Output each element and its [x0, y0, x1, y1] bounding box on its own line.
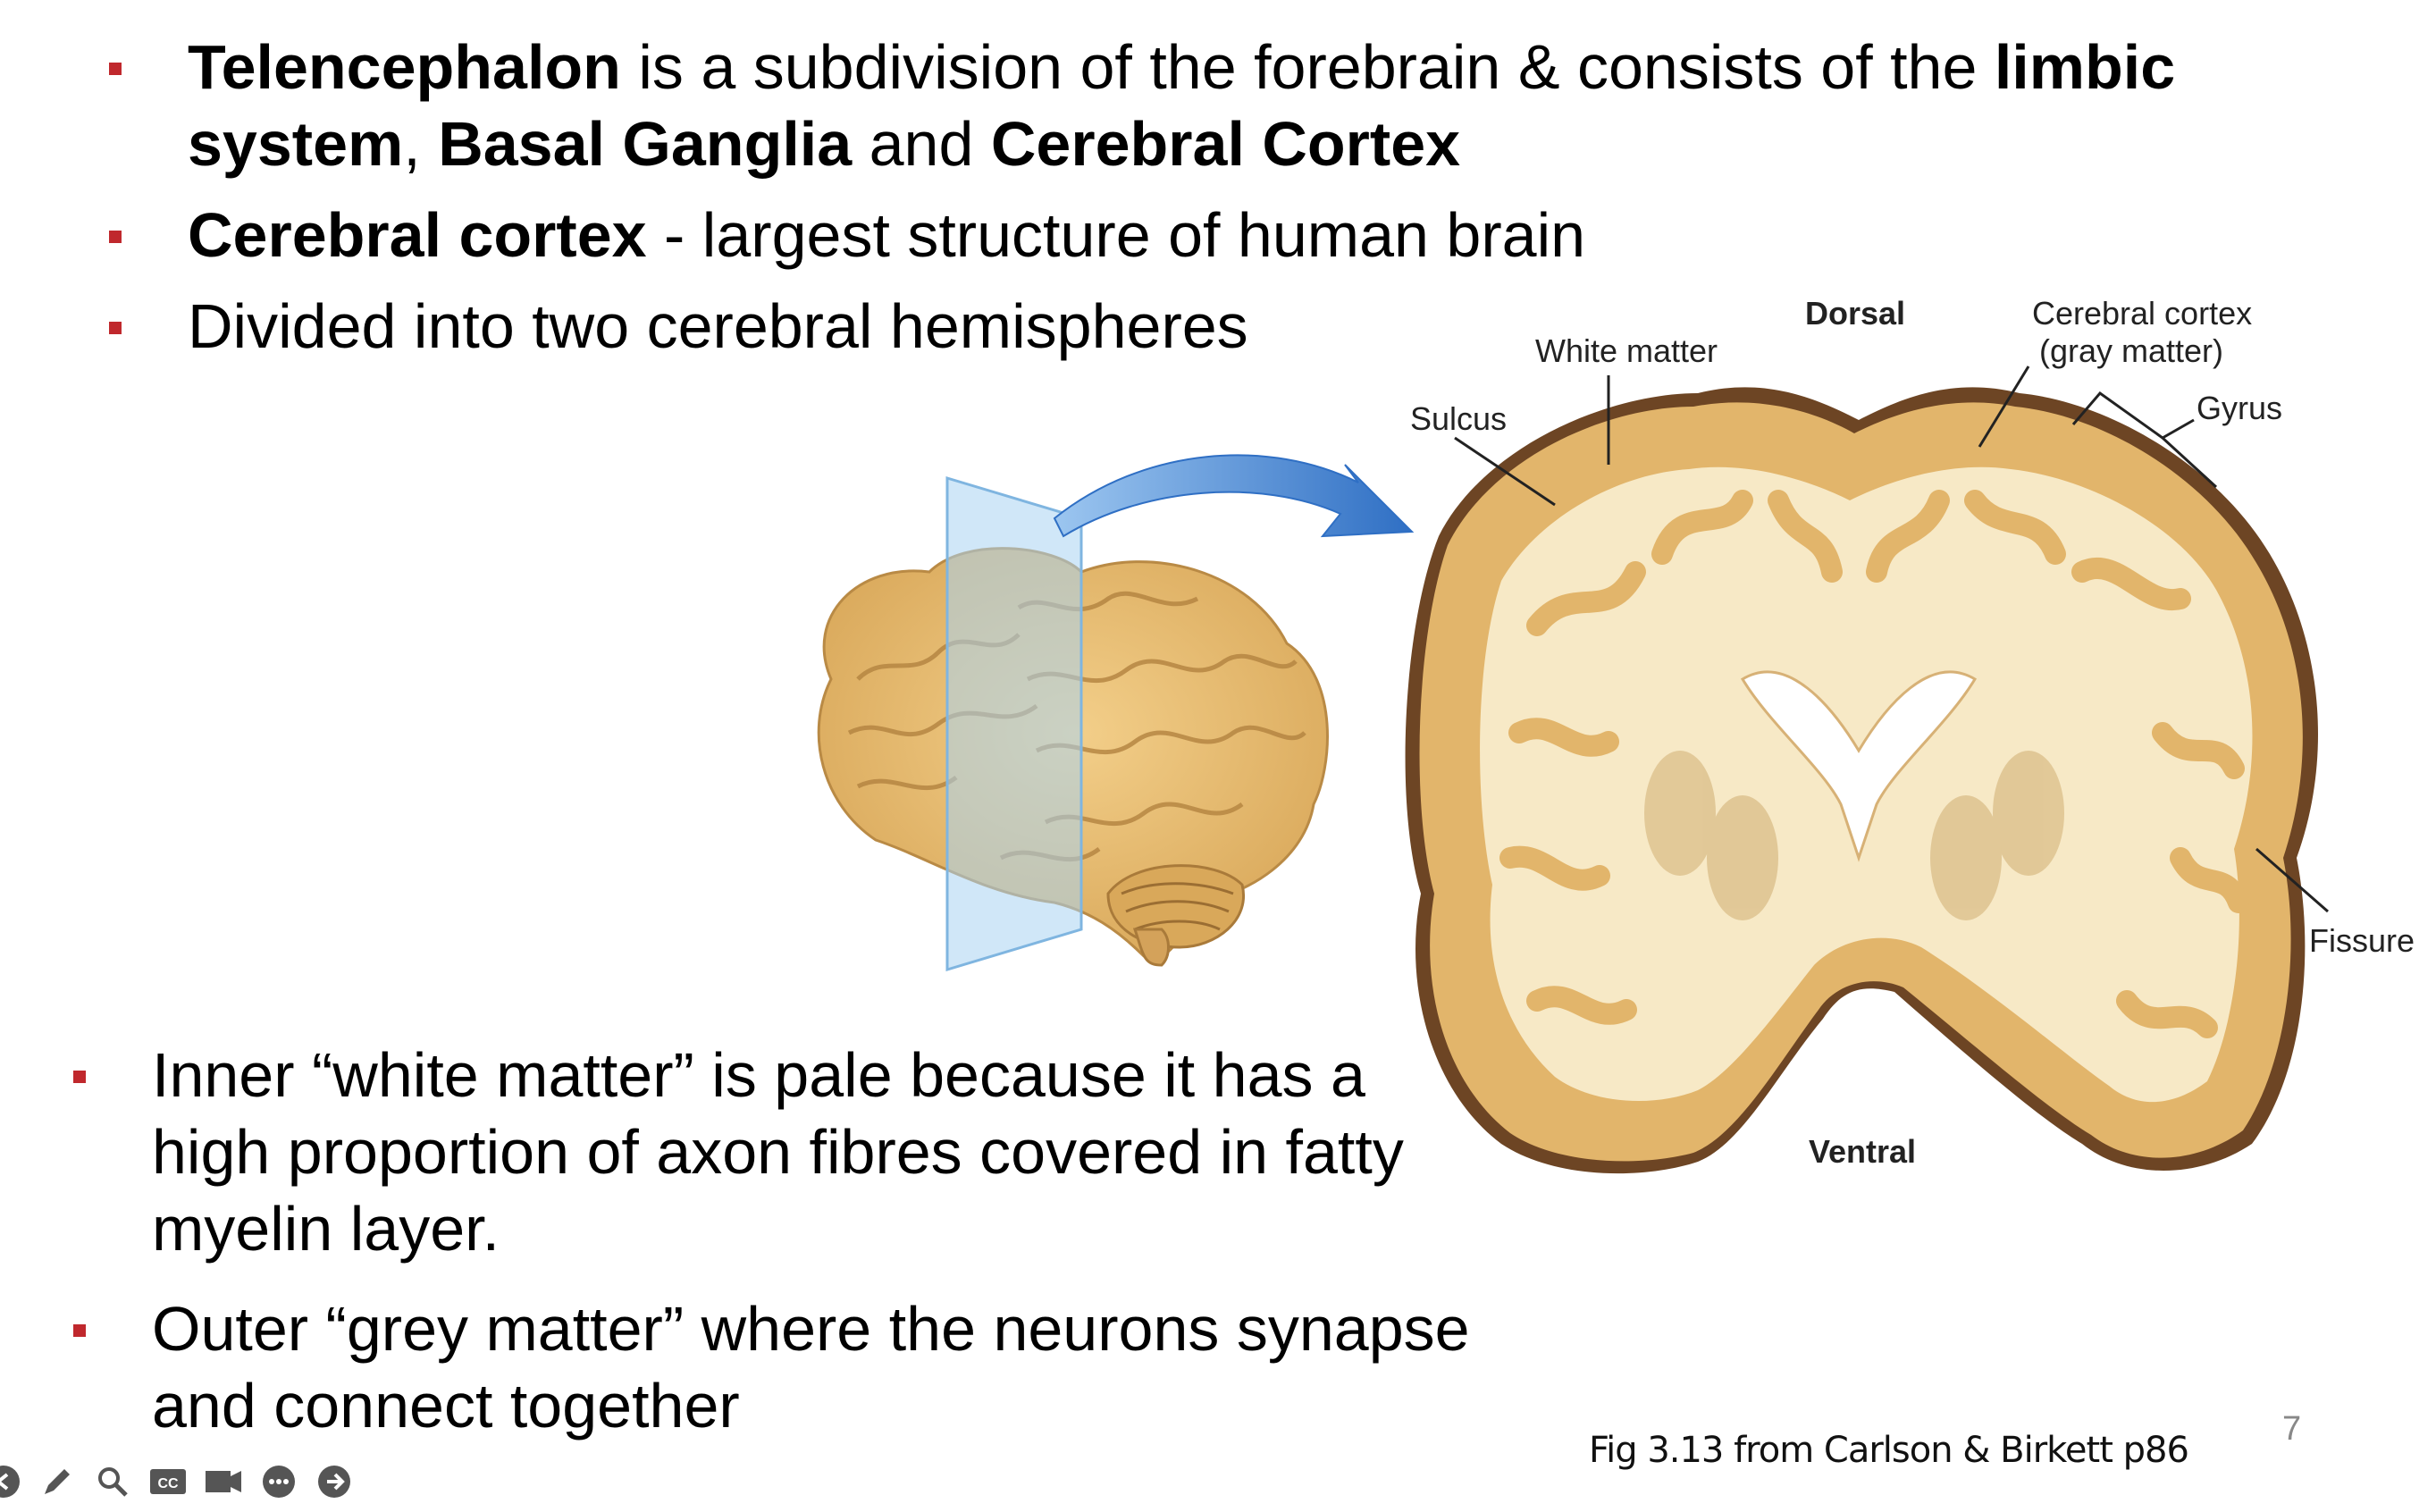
zoom-button[interactable]: [93, 1462, 132, 1501]
label-gyrus: Gyrus: [2197, 390, 2283, 426]
more-icon: [263, 1466, 295, 1498]
bullet-text: Divided into two cerebral hemispheres: [188, 291, 1248, 361]
bottom-bullet-list: Inner “white matter” is pale because it …: [73, 1037, 1474, 1467]
bullet-marker: [73, 1071, 86, 1083]
top-bullet-3: Divided into two cerebral hemispheres: [109, 288, 2314, 365]
pen-button[interactable]: [38, 1462, 77, 1501]
bullet-marker: [109, 231, 122, 243]
label-ventral: Ventral: [1809, 1133, 1917, 1170]
bullet-text: - largest structure of human brain: [646, 200, 1586, 270]
label-gray-matter: (gray matter): [2039, 332, 2224, 369]
label-white-matter: White matter: [1535, 332, 1718, 369]
figure-caption: Fig 3.13 from Carlson & Birkett p86: [1589, 1430, 2189, 1471]
bullet-text: ,: [403, 109, 439, 179]
bullet-text: Outer “grey matter” where the neurons sy…: [152, 1294, 1470, 1441]
pen-icon: [45, 1469, 70, 1494]
captions-button[interactable]: CC: [148, 1462, 188, 1501]
next-button[interactable]: [315, 1462, 354, 1501]
captions-icon: CC: [150, 1469, 186, 1494]
coronal-section: [1405, 387, 2318, 1174]
top-bullet-2: Cerebral cortex - largest structure of h…: [109, 197, 2314, 273]
bullet-marker: [109, 63, 122, 75]
back-icon: [0, 1466, 20, 1498]
bullet-text: limbic system: [188, 32, 2176, 179]
label-dorsal: Dorsal: [1805, 295, 1906, 332]
video-button[interactable]: [204, 1462, 243, 1501]
presentation-toolbar: CC: [0, 1462, 375, 1508]
search-icon: [98, 1467, 128, 1497]
bullet-marker: [109, 322, 122, 334]
bullet-text: is a subdivision of the forebrain & cons…: [620, 32, 1995, 102]
bullet-text: Telencephalon: [188, 32, 621, 102]
bullet-text: Cerebral cortex: [188, 200, 647, 270]
more-button[interactable]: [259, 1462, 298, 1501]
bottom-bullet-2: Outer “grey matter” where the neurons sy…: [73, 1290, 1474, 1444]
svg-text:CC: CC: [157, 1476, 179, 1491]
video-icon: [206, 1471, 241, 1492]
back-button[interactable]: [0, 1462, 23, 1501]
page-number: 7: [2282, 1410, 2302, 1448]
coronal-plane: [945, 475, 1083, 972]
label-fissure: Fissure: [2309, 922, 2415, 959]
top-bullet-list: Telencephalon is a subdivision of the fo…: [109, 29, 2314, 379]
next-icon: [318, 1466, 350, 1498]
leader-lines: [1454, 365, 2329, 913]
bullet-marker: [73, 1324, 86, 1337]
bullet-text: Cerebral Cortex: [990, 109, 1461, 179]
top-bullet-1: Telencephalon is a subdivision of the fo…: [109, 29, 2314, 182]
bullet-text: Inner “white matter” is pale because it …: [152, 1040, 1404, 1264]
bullet-text: and: [852, 109, 991, 179]
label-cerebral-cortex: Cerebral cortex: [2032, 295, 2253, 332]
bottom-bullet-1: Inner “white matter” is pale because it …: [73, 1037, 1474, 1267]
section-arrow-icon: [1053, 454, 1415, 538]
bullet-text: Basal Ganglia: [438, 109, 853, 179]
label-sulcus: Sulcus: [1410, 400, 1508, 437]
